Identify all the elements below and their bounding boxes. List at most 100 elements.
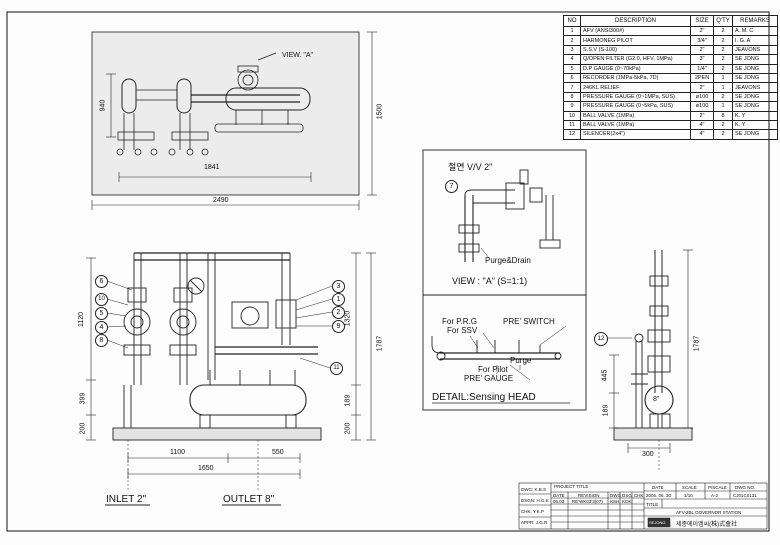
bom-cell-remarks: SE JONG (732, 63, 778, 74)
bom-cell-size: 2" (690, 110, 714, 121)
tb-project: PROJECT TITLE (554, 484, 589, 489)
bom-cell-size: 3/4" (690, 35, 714, 46)
view-a-detail (422, 149, 587, 411)
bom-cell-description: Q/OPEN FILTER (G2.0, HFV, 1MPa) (580, 54, 691, 65)
bom-cell-remarks: I. G. A (732, 35, 778, 46)
view-a-valve-label: 절연 V/V 2" (448, 162, 493, 172)
bom-cell-qty: 2 (713, 54, 733, 65)
sensing-for-pilot: For Pilot (478, 365, 508, 374)
bom-cell-qty: 2 (713, 35, 733, 46)
sensing-head-title: DETAIL:Sensing HEAD (432, 392, 536, 403)
side-dim-300: 300 (642, 451, 654, 458)
bom-cell-size: 2PEN (690, 72, 714, 84)
front-view (86, 252, 376, 506)
bom-cell-no: 11 (563, 119, 581, 131)
bom-cell-no: 10 (563, 110, 581, 121)
sensing-for-ssv: For SSV (447, 326, 478, 335)
front-dim-1320: 1320 (344, 310, 352, 327)
bom-cell-size: 4" (690, 119, 714, 131)
tb-dwg-h: DWG (610, 493, 621, 498)
bom-cell-description: HARMONEG PILOT (580, 35, 691, 46)
bom-cell-size: 4" (690, 129, 714, 140)
sensing-for-prg: For P.R.G (442, 317, 477, 326)
bom-cell-description: S.S.V (S-100) (580, 44, 691, 56)
tb-rev-chk: KOK (622, 499, 632, 504)
tb-title-val: AFV-2BL GOVERNOR STATION (676, 510, 742, 515)
bom-cell-size: 2" (690, 82, 714, 93)
sensing-pre-gauge: PRE' GAUGE (464, 374, 514, 383)
bom-cell-no: 9 (563, 101, 581, 112)
tb-scale-val: 1/10 (684, 493, 693, 498)
bom-cell-description: BALL VALVE (1MPa) (580, 110, 691, 121)
bom-cell-no: 4 (563, 54, 581, 65)
bom-cell-qty: 2 (713, 119, 733, 131)
bom-cell-size: 3" (690, 54, 714, 65)
tb-appr: APPR: J.G.R (521, 520, 548, 525)
front-dim-1120: 1120 (78, 311, 86, 328)
detail-frame (422, 149, 587, 411)
balloon-4: 4 (95, 321, 108, 334)
tb-logo: SEJONG (649, 520, 666, 525)
bom-cell-remarks: K. Y (732, 110, 778, 121)
balloon-6: 6 (95, 275, 108, 288)
bom-cell-no: 6 (563, 72, 581, 84)
bom-cell-no: 1 (563, 25, 581, 37)
bom-cell-description: PRESSURE GAUGE (0~5kPa, SUS) (580, 101, 691, 112)
bom-cell-description: SILENCER(2x4") (580, 129, 691, 140)
bom-cell-size: 2" (690, 25, 714, 37)
sheet-border (6, 11, 770, 532)
view-a-callout: VIEW. "A" (282, 52, 314, 59)
outlet-label: OUTLET 8" (223, 494, 275, 505)
bom-cell-size: ø100 (690, 91, 714, 103)
tb-scale-col: SCALE (682, 485, 697, 490)
tb-company: 세종에이엠씨(株)式會社 (676, 522, 738, 528)
side-dim-189: 189 (602, 404, 610, 417)
side-dim-1787: 1787 (693, 335, 701, 352)
bom-header-no: NO (563, 15, 581, 27)
balloon-12: 12 (594, 332, 608, 346)
sensing-pre-switch: PRE' SWITCH (503, 317, 555, 326)
bom-cell-qty: 2 (713, 63, 733, 74)
tb-dsg-h: DSG (622, 493, 632, 498)
plan-dim-940: 940 (99, 99, 107, 112)
bom-cell-description: AFV (ANSI300#) (580, 25, 691, 37)
front-dim-550: 550 (272, 449, 284, 456)
bom-cell-no: 5 (563, 63, 581, 74)
bom-cell-qty: 1 (713, 82, 733, 93)
bom-header-row: NO DESCRIPTION SIZE Q'TY REMARKS (563, 15, 778, 27)
balloon-11: 11 (330, 362, 343, 375)
front-dim-399: 399 (79, 392, 87, 405)
bom-header-qty: Q'TY (713, 15, 733, 27)
tb-date-col: DATE (652, 485, 664, 490)
bom-cell-no: 12 (563, 129, 581, 140)
bom-cell-qty: 8 (713, 110, 733, 121)
bom-cell-no: 8 (563, 91, 581, 103)
tb-psize-col: P/SCALE (708, 485, 728, 490)
tb-date-val: 2005. 06. 30 (646, 493, 672, 498)
bom-cell-qty: 1 (713, 72, 733, 84)
tb-rev-date: 05.03 (553, 499, 565, 504)
bom-header-remarks: REMARKS (732, 15, 778, 27)
balloon-9: 9 (332, 320, 345, 333)
bom-cell-no: 3 (563, 44, 581, 56)
tb-dwgno-col: DWG NO. (735, 485, 756, 490)
front-dim-200b: 200 (344, 422, 352, 435)
front-dim-200: 200 (79, 422, 87, 435)
balloon-5: 5 (95, 307, 108, 320)
bom-cell-qty: 2 (713, 44, 733, 56)
sensing-purge: Purge (510, 356, 532, 365)
bom-cell-remarks: JEAVONS (732, 44, 778, 56)
front-dim-1787: 1787 (376, 335, 384, 352)
plan-dim-1841: 1841 (204, 164, 220, 171)
